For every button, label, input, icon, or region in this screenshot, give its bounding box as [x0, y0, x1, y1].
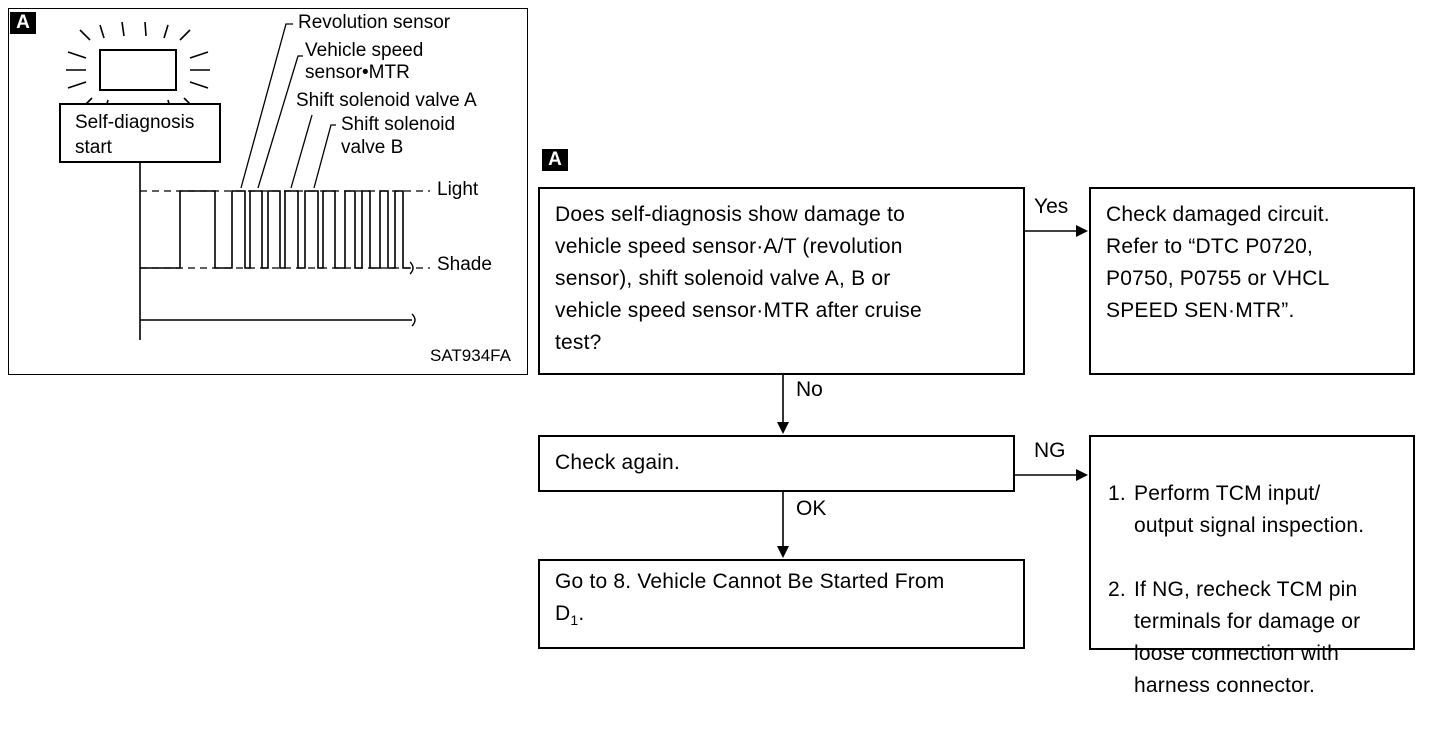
pulse-waveform [140, 190, 410, 269]
figure-frame [8, 8, 528, 375]
ng-step-number: 1. [1108, 482, 1126, 505]
goto-box [538, 559, 1025, 649]
goto-sub: 1 [570, 612, 579, 629]
lamp-icon [99, 49, 177, 91]
lamp-rays-icon [66, 21, 210, 116]
question-box [538, 187, 1025, 375]
figure-code: SAT934FA [430, 346, 511, 365]
label-solenoid-b-1: Shift solenoid [341, 114, 456, 135]
question-text: Does self-diagnosis show damage to vehic… [555, 203, 922, 354]
figure-lines [59, 21, 430, 340]
goto-d: D [555, 602, 571, 625]
figure-badge: A [10, 12, 36, 34]
goto-end: . [578, 602, 585, 625]
ng-step-text: Perform TCM input/ output signal inspect… [1134, 482, 1365, 537]
flow-connectors [777, 225, 1088, 558]
check-damaged-box [1089, 187, 1415, 375]
no-label: No [796, 378, 823, 401]
goto-d-line: D1. [555, 598, 584, 636]
ng-label: NG [1034, 439, 1066, 462]
check-again-box [538, 435, 1015, 492]
goto-text: Go to 8. Vehicle Cannot Be Started From [555, 570, 945, 593]
start-box-text: Self-diagnosis start [75, 112, 195, 158]
check-damaged-text: Check damaged circuit. Refer to “DTC P07… [1106, 203, 1330, 322]
label-vss-mtr-2: sensor•MTR [305, 62, 410, 83]
ng-steps-list: 1. Perform TCM input/ output signal insp… [1108, 446, 1408, 734]
label-revolution-sensor: Revolution sensor [298, 12, 451, 33]
flow-badge: A [542, 149, 568, 171]
ng-step-number: 2. [1108, 578, 1126, 601]
check-again-text: Check again. [555, 451, 680, 474]
yes-label: Yes [1034, 195, 1069, 218]
label-vss-mtr-1: Vehicle speed [305, 40, 424, 61]
label-light: Light [437, 179, 479, 200]
ng-step: 1. Perform TCM input/ output signal insp… [1108, 478, 1408, 542]
ok-label: OK [796, 497, 827, 520]
label-shade: Shade [437, 254, 492, 275]
label-solenoid-b-2: valve B [341, 137, 404, 158]
leader-lines [240, 23, 336, 189]
ng-step: 2. If NG, recheck TCM pin terminals for … [1108, 574, 1408, 702]
ng-steps-box [1089, 435, 1415, 650]
ng-step-text: If NG, recheck TCM pin terminals for dam… [1134, 578, 1361, 697]
label-solenoid-a: Shift solenoid valve A [296, 90, 477, 111]
